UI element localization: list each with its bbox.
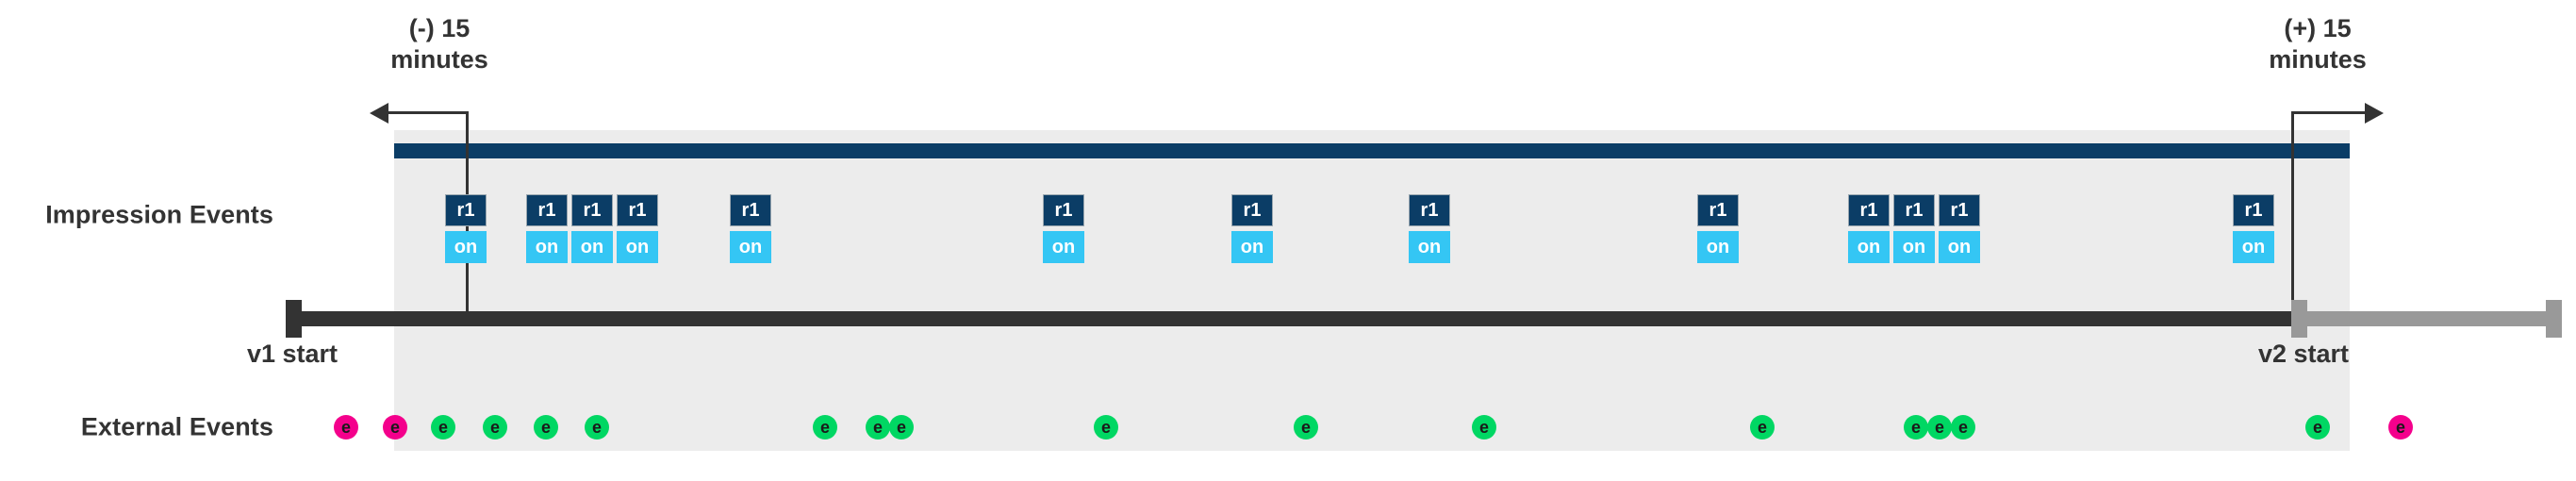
external-event-dot-green: e <box>866 415 890 440</box>
arrow-right-icon <box>2365 102 2384 124</box>
impression-chip-on: on <box>1848 231 1890 263</box>
impression-chip-on: on <box>617 231 658 263</box>
impression-chip-r1: r1 <box>526 194 568 226</box>
impression-chip-r1: r1 <box>1043 194 1084 226</box>
impression-chip-r1: r1 <box>1697 194 1739 226</box>
comparison-window-band <box>394 130 2350 451</box>
minus-15-minutes-arrow-shaft <box>388 111 469 114</box>
external-event-dot-green: e <box>1750 415 1775 440</box>
plus-15-minutes-arrow-shaft <box>2291 111 2365 114</box>
external-event-dot-green: e <box>585 415 609 440</box>
impression-chip-r1: r1 <box>2233 194 2274 226</box>
external-event-dot-green: e <box>889 415 914 440</box>
external-event-dot-pink: e <box>383 415 407 440</box>
impression-chip-on: on <box>1893 231 1935 263</box>
impression-chip-on: on <box>1697 231 1739 263</box>
impression-chip-on: on <box>1409 231 1450 263</box>
external-event-dot-green: e <box>1951 415 1975 440</box>
impression-chip-on: on <box>2233 231 2274 263</box>
v1-start-label: v1 start <box>246 340 339 368</box>
external-event-dot-green: e <box>1472 415 1496 440</box>
external-event-dot-green: e <box>813 415 837 440</box>
impression-chip-r1: r1 <box>445 194 487 226</box>
impression-chip-on: on <box>730 231 771 263</box>
external-event-dot-green: e <box>1927 415 1952 440</box>
impression-chip-r1: r1 <box>1409 194 1450 226</box>
impression-chip-r1: r1 <box>1848 194 1890 226</box>
external-event-dot-green: e <box>1904 415 1928 440</box>
impression-chip-r1: r1 <box>617 194 658 226</box>
impression-events-row-label: Impression Events <box>45 200 273 229</box>
external-event-dot-green: e <box>2305 415 2330 440</box>
impression-chip-r1: r1 <box>1893 194 1935 226</box>
external-event-dot-pink: e <box>2388 415 2413 440</box>
v1-start-marker <box>286 300 302 338</box>
impression-chip-on: on <box>571 231 613 263</box>
impression-chip-r1: r1 <box>730 194 771 226</box>
impression-chip-on: on <box>526 231 568 263</box>
plus-15-minutes-guide-line <box>2291 111 2294 311</box>
minus-15-minutes-label: (-) 15 minutes <box>390 14 488 74</box>
v1-timeline-bar <box>286 311 2291 326</box>
impression-chip-r1: r1 <box>571 194 613 226</box>
impression-chip-on: on <box>1939 231 1980 263</box>
external-events-row-label: External Events <box>80 412 273 441</box>
plus-15-minutes-label: (+) 15 minutes <box>2269 14 2367 74</box>
impression-chip-on: on <box>445 231 487 263</box>
external-event-dot-green: e <box>1094 415 1118 440</box>
v2-start-marker <box>2291 300 2307 338</box>
v2-start-label: v2 start <box>2257 340 2350 368</box>
external-event-dot-green: e <box>431 415 455 440</box>
external-event-dot-green: e <box>1294 415 1318 440</box>
impression-chip-on: on <box>1043 231 1084 263</box>
v2-timeline-bar <box>2291 311 2562 326</box>
v2-end-marker <box>2546 300 2562 338</box>
impression-chip-r1: r1 <box>1939 194 1980 226</box>
impression-rail <box>394 143 2350 158</box>
impression-chip-on: on <box>1231 231 1273 263</box>
external-event-dot-green: e <box>483 415 507 440</box>
external-event-dot-pink: e <box>334 415 358 440</box>
arrow-left-icon <box>370 102 388 124</box>
external-event-dot-green: e <box>534 415 558 440</box>
impression-chip-r1: r1 <box>1231 194 1273 226</box>
